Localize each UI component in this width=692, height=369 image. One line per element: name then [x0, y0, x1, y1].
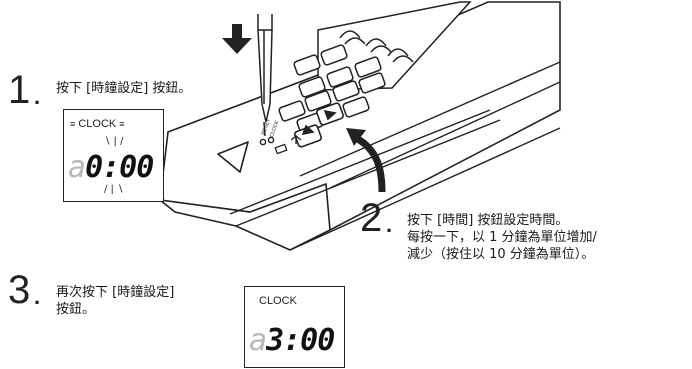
- step-3-number: 3: [8, 268, 31, 312]
- step-1-text: 按下 [時鐘設定] 按鈕。: [56, 81, 192, 96]
- step-1-number: 1: [8, 68, 31, 112]
- up-icon: [323, 109, 337, 121]
- blink-marks-top: ∖ | ∕: [104, 136, 124, 147]
- lcd-2-time: a3:00: [249, 323, 335, 358]
- step-2-line-1: 按下 [時間] 按鈕設定時間。: [407, 213, 569, 228]
- reset-clock-holes: [259, 136, 275, 146]
- lcd-display-2: CLOCK a3:00: [244, 286, 345, 368]
- lcd-1-clock-label: ≡ CLOCK ≡: [70, 118, 125, 130]
- remote-keypad: [278, 44, 386, 134]
- step-2-dot: .: [386, 212, 393, 237]
- step-3-line-2: 按鈕。: [56, 302, 96, 317]
- time-buttons: [294, 102, 344, 148]
- lid-icons: [274, 135, 302, 155]
- remote-edges: [229, 61, 561, 251]
- lcd-1-time: a0:00: [68, 150, 154, 185]
- triangle-icon: [217, 141, 249, 173]
- blink-marks-bottom: ∕ | ∖: [104, 184, 124, 195]
- lcd-display-1: ≡ CLOCK ≡ ∖ | ∕ a0:00 ∕ | ∖: [63, 109, 164, 202]
- pen-icon: [257, 14, 273, 137]
- step-2-number: 2: [360, 196, 383, 240]
- step-3-line-1: 再次按下 [時鐘設定]: [56, 285, 175, 300]
- down-arrow-icon: [222, 24, 252, 54]
- step-3-dot: .: [34, 284, 41, 309]
- step-2-line-2: 每按一下，以 1 分鐘為單位增加/: [407, 230, 597, 245]
- step-2-line-3: 減少（按住以 10 分鐘為單位）。: [407, 247, 595, 262]
- step-1-dot: .: [34, 84, 41, 109]
- curved-arrow-icon: [346, 128, 386, 193]
- down-icon: [301, 124, 315, 136]
- lcd-2-clock-label: CLOCK: [259, 295, 297, 307]
